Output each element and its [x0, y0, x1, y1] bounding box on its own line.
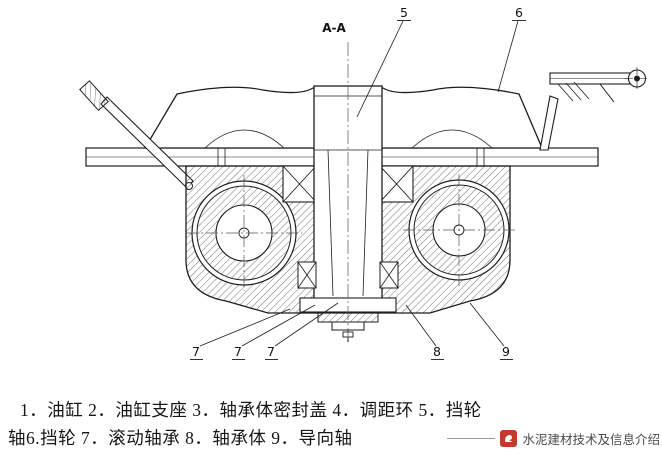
callout-9: 9	[469, 302, 513, 360]
callout-8: 8	[405, 304, 444, 360]
callout-8-num: 8	[433, 344, 441, 359]
callout-6: 6	[497, 5, 526, 93]
divider-line	[447, 438, 496, 439]
callout-7b-num: 7	[234, 344, 242, 359]
watermark-text: 水泥建材技术及信息介绍	[522, 433, 660, 447]
callout-7a-num: 7	[192, 344, 200, 359]
rolling-bearing-lower-right	[379, 261, 399, 289]
watermark: 水泥建材技术及信息介绍	[447, 429, 660, 448]
parts-caption: 1．油缸 2．油缸支座 3．轴承体密封盖 4．调距环 5．挡轮 轴6.挡轮 7．…	[8, 396, 660, 452]
callout-7b: 7	[232, 304, 316, 360]
rolling-bearing-lower-left	[297, 261, 317, 289]
callout-6-num: 6	[515, 5, 523, 20]
brand-icon	[500, 430, 518, 447]
callout-7a: 7	[190, 308, 291, 360]
callout-7c: 7	[265, 302, 339, 360]
section-drawing: A-A 5 6 7 7 7 8	[79, 5, 649, 360]
callout-5-num: 5	[400, 5, 408, 20]
callout-9-num: 9	[502, 344, 510, 359]
rolling-bearing-upper-left	[282, 165, 317, 203]
section-label: A-A	[322, 21, 346, 35]
left-wheel-section	[186, 175, 302, 291]
right-wheel-section	[403, 174, 515, 286]
caption-line-2: 轴6.挡轮 7．滚动轴承 8．轴承体 9．导向轴	[8, 428, 353, 448]
rod-assembly	[539, 67, 649, 151]
rolling-bearing-upper-right	[379, 165, 414, 203]
callout-5: 5	[356, 5, 411, 118]
callout-7c-num: 7	[267, 344, 275, 359]
caption-line-1: 1．油缸 2．油缸支座 3．轴承体密封盖 4．调距环 5．挡轮	[20, 400, 482, 420]
